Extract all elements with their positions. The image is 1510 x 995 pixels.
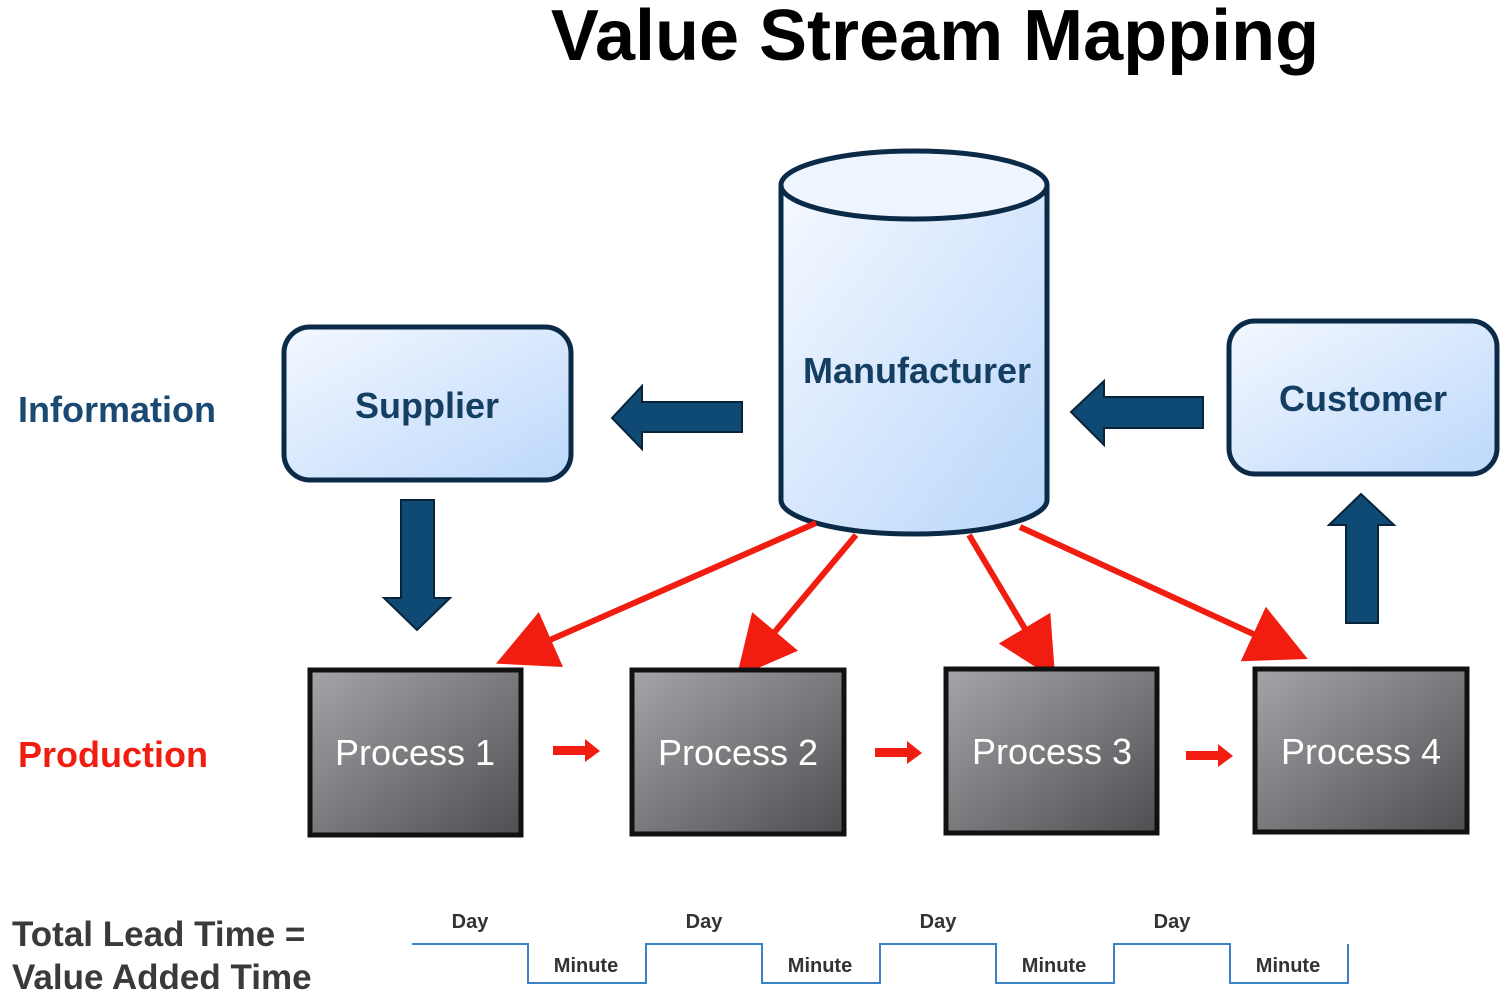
information-label: Information (18, 389, 216, 430)
manufacturer-label: Manufacturer (803, 350, 1031, 391)
arrow-manufacturer-to-supplier (610, 383, 743, 452)
arrow-supplier-to-process1 (381, 499, 453, 632)
process-box-2: Process 2 (629, 667, 847, 837)
arrow-to-process-4 (1018, 524, 1308, 662)
timeline-line (412, 943, 1349, 984)
customer-node: Customer (1226, 318, 1500, 477)
process-box-3: Process 3 (943, 666, 1160, 836)
timeline-day-label: Day (1154, 911, 1192, 933)
supplier-label: Supplier (355, 385, 499, 426)
timeline-day-label: Day (920, 911, 958, 933)
process-4-label: Process 4 (1281, 731, 1441, 772)
timeline-day-label: Day (452, 911, 490, 933)
timeline-minute-label: Minute (1022, 955, 1086, 977)
arrow-process-2-to-3 (875, 741, 922, 764)
timeline-day-label: Day (686, 911, 724, 933)
process-2-label: Process 2 (658, 732, 818, 773)
process-3-label: Process 3 (972, 731, 1132, 772)
arrow-to-process-3 (966, 533, 1056, 680)
manufacturer-to-process-arrows (496, 520, 1308, 680)
arrow-customer-to-manufacturer (1069, 378, 1204, 448)
process-flow-arrows (553, 739, 1233, 767)
process-box-1: Process 1 (307, 667, 524, 838)
timeline-minute-label: Minute (788, 955, 852, 977)
customer-label: Customer (1279, 378, 1447, 419)
production-label: Production (18, 734, 208, 775)
timeline-minute-label: Minute (1256, 955, 1320, 977)
arrow-process-1-to-2 (553, 739, 600, 762)
lead-time-line-1: Total Lead Time = (12, 915, 305, 954)
page-title: Value Stream Mapping (551, 0, 1319, 76)
supplier-node: Supplier (281, 324, 574, 483)
process-box-4: Process 4 (1252, 666, 1470, 835)
process-1-label: Process 1 (335, 732, 495, 773)
manufacturer-node: Manufacturer (778, 148, 1050, 537)
arrow-to-process-1 (496, 520, 818, 667)
arrow-to-process-2 (736, 533, 859, 678)
timeline-minute-label: Minute (554, 955, 618, 977)
arrow-process-3-to-4 (1186, 744, 1233, 767)
lead-time-line-2: Value Added Time (12, 958, 312, 995)
arrow-process4-to-customer (1326, 492, 1397, 624)
